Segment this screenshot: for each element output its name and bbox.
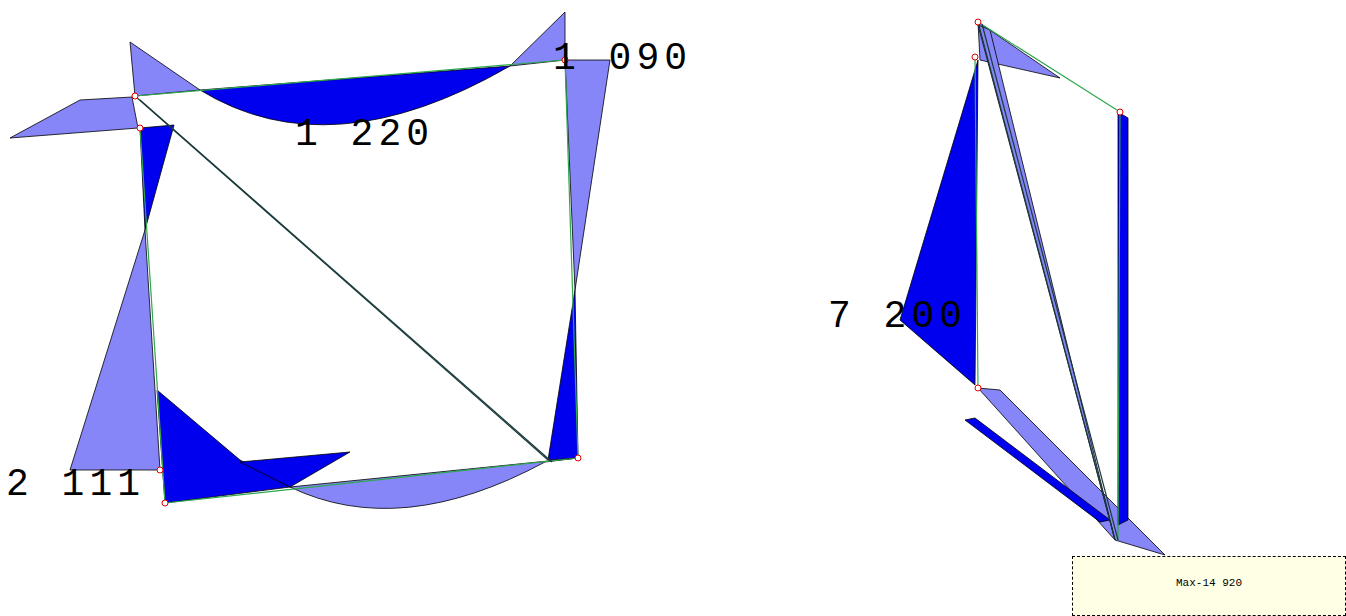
frame-members	[135, 22, 1120, 540]
callout-number: 7 200	[828, 298, 967, 336]
callout-number: 1 220	[295, 116, 434, 154]
moment-area	[10, 97, 138, 138]
moment-area	[140, 125, 174, 230]
joint-dot	[132, 19, 1123, 506]
moment-area	[240, 452, 350, 487]
max-value-box: Max-14 920	[1072, 556, 1346, 616]
moment-area	[70, 230, 160, 470]
moment-area	[900, 60, 978, 385]
callout-number: 2 111	[6, 466, 145, 504]
diagonal-brace	[135, 22, 1118, 540]
moment-area	[978, 388, 1165, 555]
moment-area	[157, 390, 290, 503]
moment-area	[290, 458, 578, 508]
callout-number: 1 090	[553, 40, 692, 78]
max-value-text: Max-14 920	[1176, 577, 1242, 589]
moment-area	[130, 42, 200, 96]
